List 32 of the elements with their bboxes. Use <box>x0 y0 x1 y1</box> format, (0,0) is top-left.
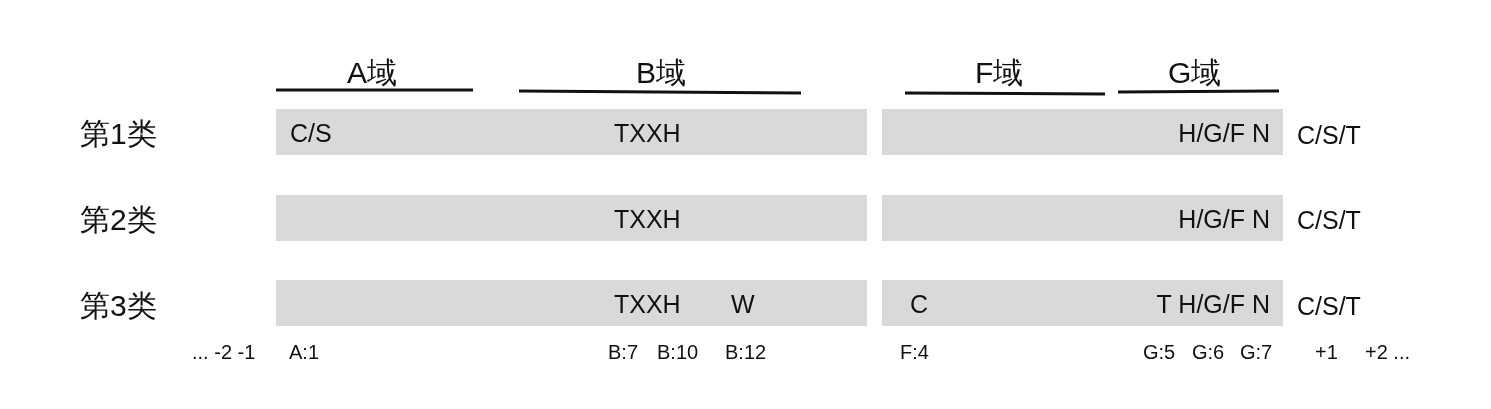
position-label: B:10 <box>657 342 699 362</box>
row-label: 第1类 <box>80 119 157 149</box>
position-label: G:6 <box>1192 342 1225 362</box>
sequence-bar <box>276 195 867 241</box>
sequence-bar <box>882 195 1283 241</box>
sequence-bar <box>276 109 867 155</box>
residue-label: H/G/F N <box>1178 120 1270 146</box>
position-label: G:7 <box>1240 342 1273 362</box>
residue-label: TXXH <box>614 206 681 232</box>
position-label: +2 ... <box>1365 342 1411 362</box>
position-label: ... -2 -1 <box>192 342 256 362</box>
sequence-bar <box>276 280 867 326</box>
residue-label: TXXH <box>614 291 681 317</box>
residue-label: C <box>910 291 929 317</box>
position-label: B:7 <box>608 342 639 362</box>
residue-label: H/G/F N <box>1178 206 1270 232</box>
residue-label: C/S/T <box>1297 122 1361 148</box>
sequence-bar <box>882 280 1283 326</box>
position-label: A:1 <box>289 342 320 362</box>
residue-label: T H/G/F N <box>1156 291 1270 317</box>
position-label: F:4 <box>900 342 929 362</box>
sequence-bar <box>882 109 1283 155</box>
row-label: 第2类 <box>80 205 157 235</box>
position-label: +1 <box>1315 342 1338 362</box>
residue-label: TXXH <box>614 120 681 146</box>
residue-label: W <box>731 291 755 317</box>
residue-label: C/S/T <box>1297 293 1361 319</box>
residue-label: C/S/T <box>1297 207 1361 233</box>
position-label: B:12 <box>725 342 767 362</box>
position-label: G:5 <box>1143 342 1176 362</box>
row-label: 第3类 <box>80 291 157 321</box>
residue-label: C/S <box>290 120 332 146</box>
